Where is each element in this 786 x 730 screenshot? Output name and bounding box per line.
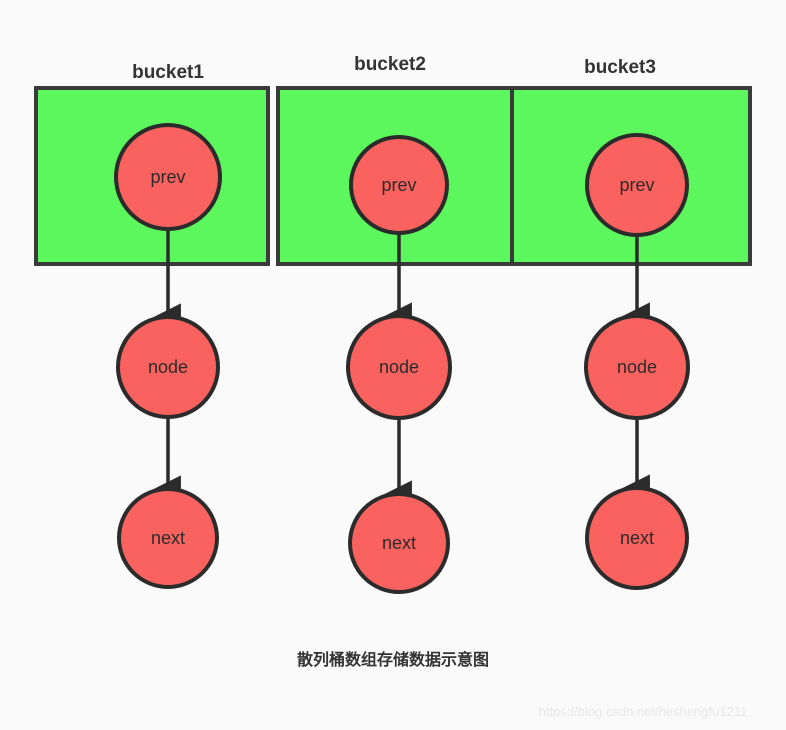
node-circle-next-1[interactable]: [117, 487, 219, 589]
node-circle-prev-1[interactable]: [114, 123, 222, 231]
node-label-next-1: next: [151, 528, 185, 548]
node-label-prev-2: prev: [381, 175, 416, 195]
bucket-column-1: bucket1 prev node next: [34, 62, 270, 589]
node-label-prev-1: prev: [150, 167, 185, 187]
node-label-prev-3: prev: [619, 175, 654, 195]
node-circle-prev-3[interactable]: [585, 133, 689, 237]
node-circle-prev-2[interactable]: [349, 135, 449, 235]
node-circle-next-3[interactable]: [585, 486, 689, 590]
bucket-label-1: bucket1: [132, 62, 204, 83]
node-label-node-2: node: [379, 357, 419, 377]
node-label-next-3: next: [620, 528, 654, 548]
bucket-column-3: bucket3 prev node next: [510, 57, 752, 590]
node-circle-next-2[interactable]: [348, 492, 450, 594]
node-label-node-3: node: [617, 357, 657, 377]
node-label-node-1: node: [148, 357, 188, 377]
node-circle-node-2[interactable]: [346, 314, 452, 420]
node-circle-node-3[interactable]: [584, 314, 690, 420]
node-circle-node-1[interactable]: [116, 315, 220, 419]
watermark: https://blog.csdn.net/heshengfu1211: [539, 704, 748, 719]
bucket-column-2: bucket2 prev node next: [276, 54, 516, 594]
bucket-label-3: bucket3: [584, 57, 656, 78]
node-label-next-2: next: [382, 533, 416, 553]
bucket-label-2: bucket2: [354, 54, 426, 75]
diagram-caption: 散列桶数组存储数据示意图: [297, 650, 489, 669]
